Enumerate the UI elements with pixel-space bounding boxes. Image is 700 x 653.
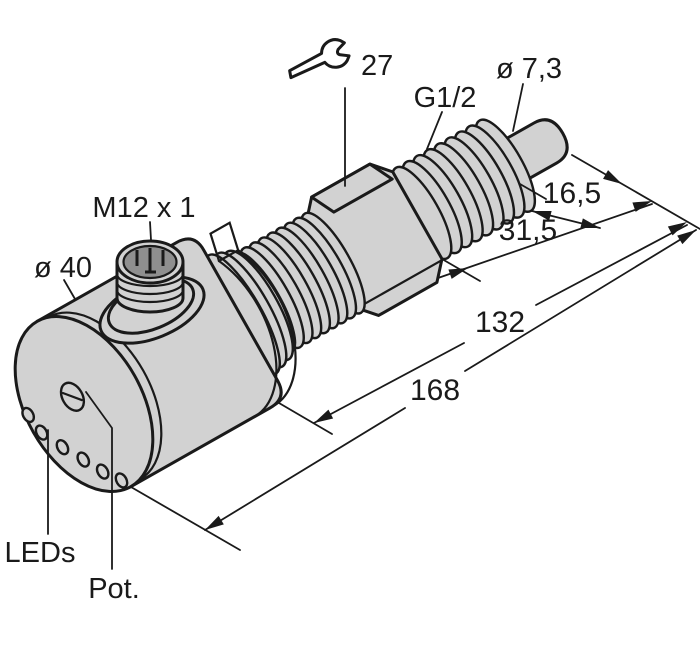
hex-top-face [310,162,394,214]
head-band-notch [209,221,240,263]
dim-132: 132 [475,306,525,339]
m12-connector [98,239,206,345]
leader-pot [85,391,113,570]
hex-chamfer-line [356,259,443,310]
ext-tip-end [571,154,700,230]
label-pot: Pot. [88,573,140,605]
ext-front-face [130,486,241,551]
label-leds: LEDs [5,537,76,569]
wrench-icon [288,38,351,80]
labels: 27 G1/2 ø 7,3 M12 x 1 ø 40 LEDs Pot. [5,50,563,605]
label-connector-thread: M12 x 1 [92,192,195,224]
dim-16-5: 16,5 [543,177,601,210]
g12-thread [390,118,537,261]
dimension-tip-length: 16,5 [531,170,622,229]
ext-tip-start [519,183,547,200]
label-thread: G1/2 [414,82,477,114]
leader-lines [47,83,524,570]
sensor-body [13,118,569,493]
dimension-total-length: 168 [204,229,697,531]
led-holes [21,406,129,489]
label-wrench-size: 27 [361,50,393,82]
leader-g12 [426,111,443,150]
label-tip-diameter: ø 7,3 [496,53,562,85]
head-band [209,221,297,418]
leader-tip-diameter [512,83,524,132]
connector-pins [135,248,165,274]
ext-head-rear [278,402,333,435]
leader-m12 [149,221,152,241]
leader-head-diameter [63,279,76,300]
label-head-diameter: ø 40 [34,252,92,284]
pot-slot [61,391,83,402]
potentiometer [59,381,86,412]
dim-168: 168 [410,374,460,407]
dimension-lines: 168 132 31,5 16,5 [130,154,700,551]
dimension-body-length: 132 [313,222,688,424]
